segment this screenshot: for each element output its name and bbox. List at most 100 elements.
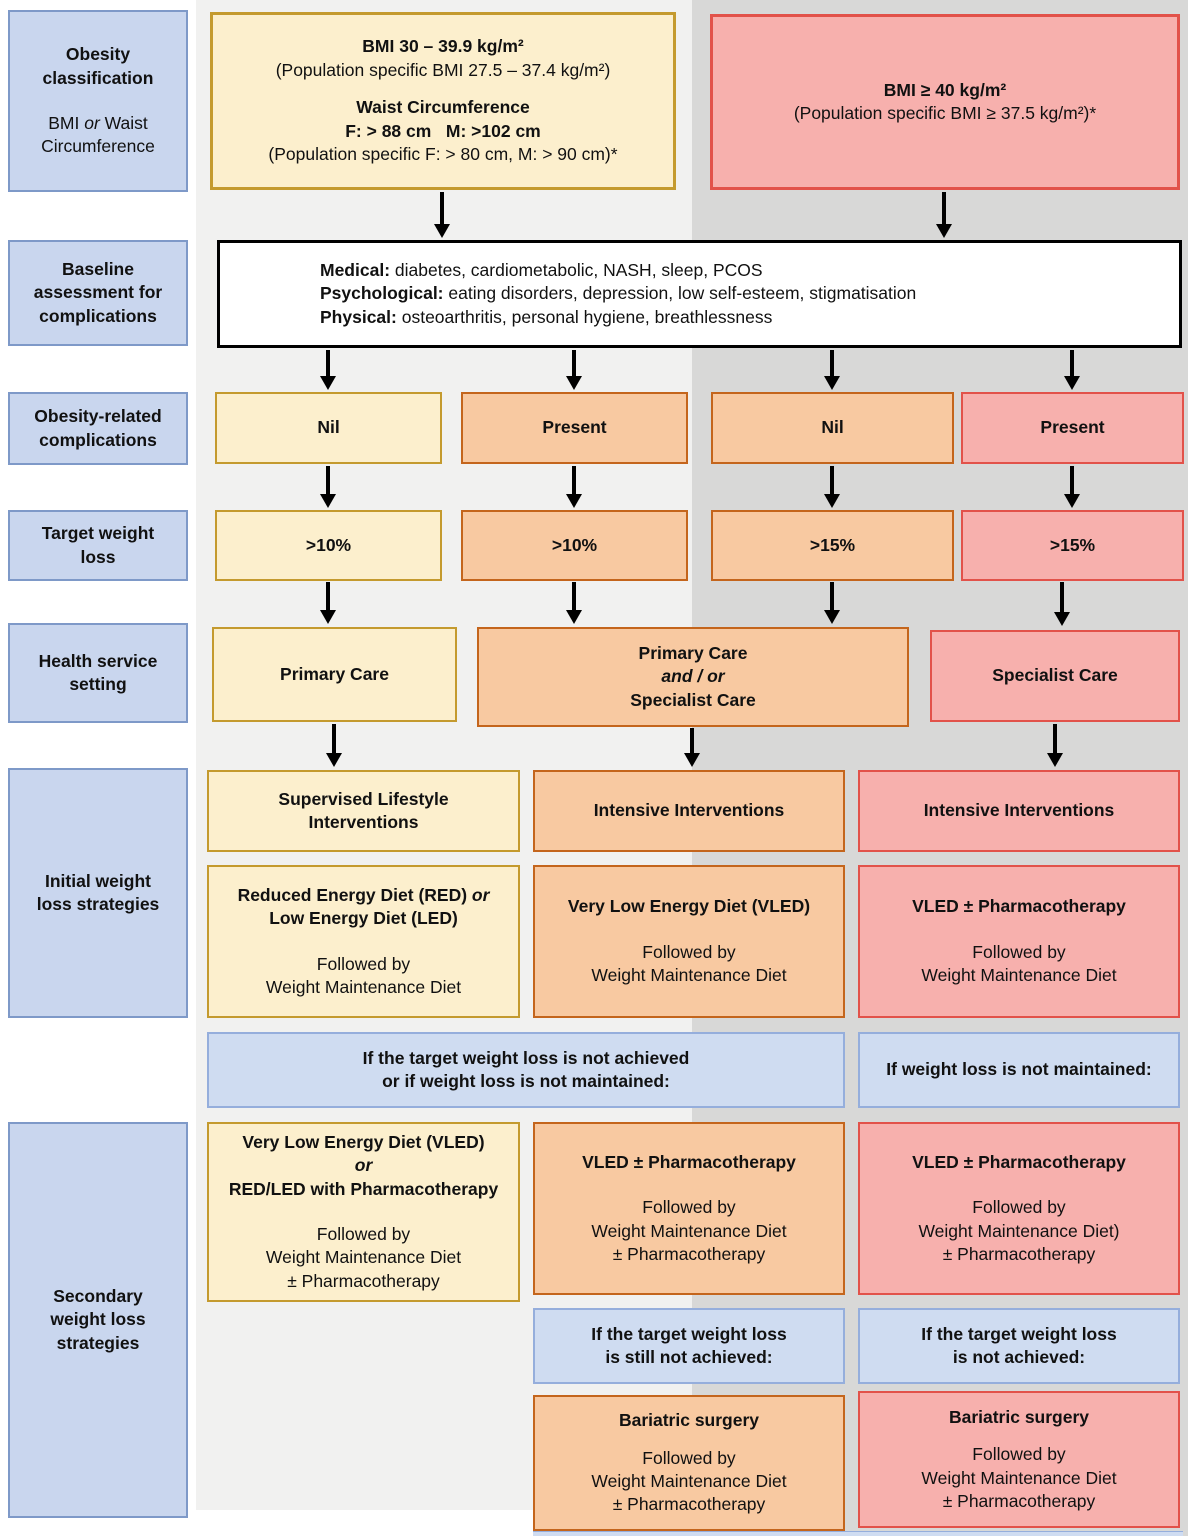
sidebar-label: Initial weight loss strategies [36,870,160,914]
strategy-followup: Followed by Weight Maintenance Diet ± Ph… [921,1444,1117,1511]
note-still-not-achieved-box: If the target weight loss is still not a… [533,1308,845,1384]
complications-present-1-box: Present [461,392,688,464]
strategy-title: Bariatric surgery [618,1410,760,1431]
waist-circumference-values: F: > 88 cm M: >102 cm [345,120,541,141]
flow-arrow [326,350,330,378]
strategy-title: Bariatric surgery [948,1406,1090,1427]
target-value: >15% [1049,534,1096,555]
intervention-header: Supervised Lifestyle Interventions [278,788,449,832]
psychological-label: Psychological: [320,283,444,304]
strategy-followup: Followed by Weight Maintenance Diet ± Ph… [591,1197,787,1264]
target-value: >15% [809,534,856,555]
assessment-medical-line: Medical: diabetes, cardiometabolic, NASH… [320,259,763,282]
note-not-maintained-box: If weight loss is not maintained: [858,1032,1180,1108]
sidebar-label: Target weight loss [41,523,155,567]
flow-arrow-head [434,224,450,238]
flow-arrow [440,192,444,226]
primary-andor-specialist-care-box: Primary Care and / or Specialist Care [477,627,909,727]
flow-arrow-head [824,376,840,390]
flow-arrow-head [1064,494,1080,508]
sidebar-label: Health service setting [38,650,158,694]
target-15pct-2-box: >15% [961,510,1184,581]
health-setting-line: Primary Care [638,642,748,663]
flow-arrow-head [1064,376,1080,390]
strategy-title-line2: Low Energy Diet (LED) [269,908,458,929]
complications-value: Nil [317,417,340,438]
intensive-interventions-right-box: Intensive Interventions [858,770,1180,852]
sidebar-sublabel: BMI or Waist [48,112,148,135]
flow-arrow [572,582,576,612]
flow-arrow-head [320,610,336,624]
strategy-followup: Followed by Weight Maintenance Diet ± Ph… [265,1224,462,1291]
target-15pct-1-box: >15% [711,510,954,581]
waist-circumference-population: (Population specific F: > 80 cm, M: > 90… [268,144,618,165]
sidebar-secondary-weight-loss-strategies: Secondary weight loss strategies [8,1122,188,1518]
complications-present-2-box: Present [961,392,1184,464]
flow-arrow [830,466,834,496]
sidebar-health-service-setting: Health service setting [8,623,188,723]
flow-arrow-head [566,376,582,390]
flow-arrow [1070,466,1074,496]
flow-arrow [690,728,694,755]
physical-text: osteoarthritis, personal hygiene, breath… [401,306,773,327]
flow-arrow-head [824,494,840,508]
secondary-strategy-vled-or-redled-box: Very Low Energy Diet (VLED) or RED/LED w… [207,1122,520,1302]
health-setting-line: Specialist Care [630,689,756,710]
flow-arrow [830,582,834,612]
note-text: If the target weight loss is not achieve… [362,1047,690,1091]
assessment-physical-line: Physical: osteoarthritis, personal hygie… [320,306,772,329]
complications-value: Present [1040,417,1105,438]
strategy-or: or [354,1155,373,1176]
medical-text: diabetes, cardiometabolic, NASH, sleep, … [394,259,763,280]
flow-arrow-head [1047,753,1063,767]
flow-arrow [942,192,946,226]
flow-arrow [572,350,576,378]
sidebar-obesity-related-complications: Obesity-related complications [8,392,188,465]
sidebar-sublabel-line2: Circumference [41,136,155,157]
intensive-interventions-mid-box: Intensive Interventions [533,770,845,852]
initial-strategy-vled-pharma-box: VLED ± Pharmacotherapy Followed by Weigh… [858,865,1180,1018]
complications-value: Nil [821,417,844,438]
note-not-achieved-box: If the target weight loss is not achieve… [858,1308,1180,1384]
psychological-text: eating disorders, depression, low self-e… [448,283,917,304]
flow-arrow [326,582,330,612]
target-value: >10% [305,534,352,555]
flow-arrow-head [566,494,582,508]
strategy-followup: Followed by Weight Maintenance Diet [265,953,462,997]
strategy-title-line2: RED/LED with Pharmacotherapy [228,1178,499,1199]
flow-arrow-head [326,753,342,767]
assessment-psychological-line: Psychological: eating disorders, depress… [320,282,916,305]
flow-arrow [572,466,576,496]
initial-strategy-vled-box: Very Low Energy Diet (VLED) Followed by … [533,865,845,1018]
strategy-title: VLED ± Pharmacotherapy [912,1151,1126,1172]
strategy-followup: Followed by Weight Maintenance Diet [921,941,1117,986]
intervention-header: Intensive Interventions [593,800,785,821]
strategy-title: VLED ± Pharmacotherapy [582,1151,796,1172]
health-setting-value: Specialist Care [992,665,1118,686]
secondary-strategy-vled-pharma-right-box: VLED ± Pharmacotherapy Followed by Weigh… [858,1122,1180,1295]
bmi-range-population: (Population specific BMI 27.5 – 37.4 kg/… [275,59,611,80]
note-text: If the target weight loss is still not a… [591,1323,787,1367]
flow-arrow [1053,724,1057,755]
sidebar-obesity-classification: Obesity classification BMI or Waist Circ… [8,10,188,192]
flow-arrow [1060,582,1064,614]
strategy-followup: Followed by Weight Maintenance Diet) ± P… [918,1197,1120,1264]
physical-label: Physical: [320,306,397,327]
strategy-followup: Followed by Weight Maintenance Diet [591,941,787,986]
strategy-followup: Followed by Weight Maintenance Diet ± Ph… [591,1447,787,1515]
intervention-header: Intensive Interventions [923,800,1115,821]
flow-arrow-head [936,224,952,238]
waist-circumference-title: Waist Circumference [356,97,530,118]
target-value: >10% [551,534,598,555]
text-italic: or [84,113,100,133]
strategy-title: Very Low Energy Diet (VLED) [242,1131,485,1152]
flow-arrow [332,724,336,755]
flow-arrow [1070,350,1074,378]
supervised-lifestyle-interventions-box: Supervised Lifestyle Interventions [207,770,520,852]
sidebar-initial-weight-loss-strategies: Initial weight loss strategies [8,768,188,1018]
flow-arrow-head [320,494,336,508]
sidebar-label: Baseline assessment for complications [33,258,163,326]
sidebar-label: Secondary weight loss strategies [50,1285,146,1353]
strategy-title: VLED ± Pharmacotherapy [912,896,1126,917]
target-10pct-1-box: >10% [215,510,442,581]
